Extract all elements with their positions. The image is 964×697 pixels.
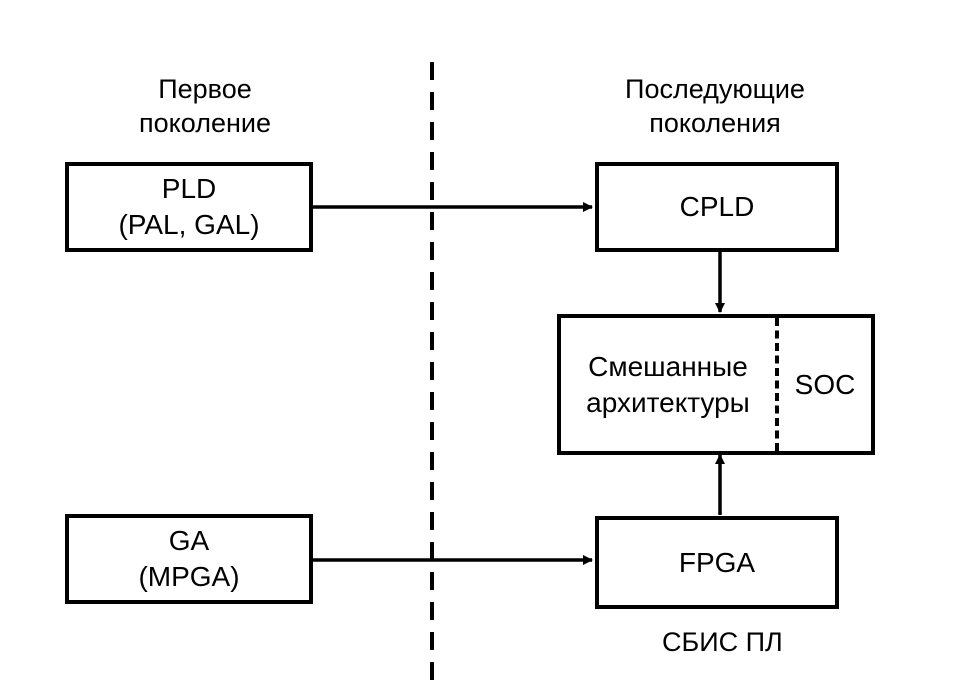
box-mixed-architectures: Смешанные архитектуры SOC (557, 314, 875, 455)
mixed-architectures-label: Смешанные архитектуры (586, 350, 750, 418)
soc-label: SOC (794, 368, 856, 400)
heading-first-generation: Первое поколение (139, 74, 271, 138)
box-fpga: FPGA (595, 516, 839, 609)
box-ga: GA (MPGA) (65, 514, 313, 604)
mixed-soc-divider (775, 318, 779, 451)
box-pld: PLD (PAL, GAL) (65, 162, 313, 252)
vlsi-pl-label: СБИС ПЛ (662, 627, 783, 657)
heading-next-generations: Последующие поколения (625, 74, 805, 138)
box-cpld: CPLD (595, 162, 839, 252)
